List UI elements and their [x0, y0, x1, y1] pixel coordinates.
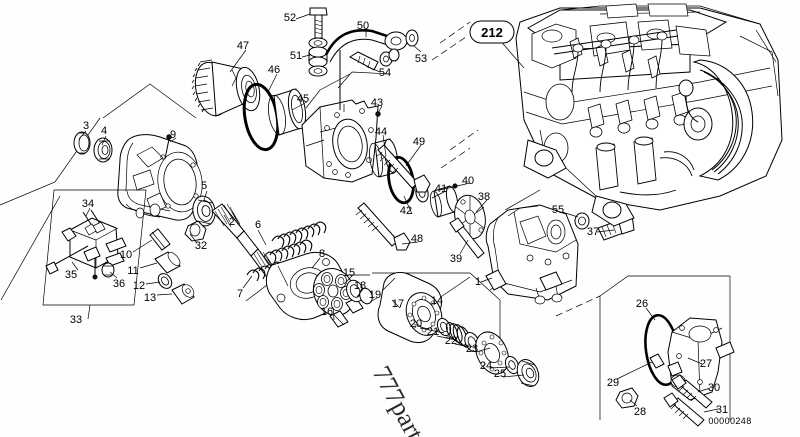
part-11-sleeve [154, 251, 181, 274]
callout-37: 37 [587, 226, 599, 238]
callout-45: 45 [297, 93, 309, 105]
callout-21: 21 [427, 326, 439, 338]
part-47-drive-gear [191, 59, 261, 117]
callout-numbers: 1 2 3 4 5 6 7 8 9 10 11 12 13 14 15 16 1… [65, 12, 728, 418]
callout-41: 41 [435, 183, 447, 195]
callout-25: 25 [494, 368, 506, 380]
group-callout-frame [469, 20, 515, 44]
part-23-valve-plate [475, 331, 509, 375]
drawing-number: 00000248 [708, 416, 751, 426]
callout-47: 47 [237, 40, 249, 52]
part-19-swash [346, 279, 373, 305]
callout-33: 33 [70, 314, 82, 326]
callout-44: 44 [375, 126, 387, 138]
callout-30: 30 [708, 382, 720, 394]
callout-48: 48 [411, 233, 423, 245]
part-13-plug [171, 283, 195, 305]
group-callout-label: 212 [481, 25, 503, 40]
callout-4: 4 [101, 125, 107, 137]
part-1-pump-assembly [485, 204, 579, 305]
callout-40: 40 [462, 175, 474, 187]
leader-lines [71, 13, 719, 413]
callout-54: 54 [379, 67, 391, 79]
callout-13: 13 [144, 292, 156, 304]
callout-32: 32 [195, 240, 207, 252]
callout-46: 46 [268, 64, 280, 76]
part-6-spring [263, 221, 327, 264]
callout-53: 53 [415, 53, 427, 65]
part-39-bolt [449, 217, 485, 259]
part-9-bolt [164, 134, 172, 160]
drive-housing [117, 134, 203, 221]
part-16-pin [329, 310, 349, 328]
part-29-pin [649, 353, 665, 369]
part-31-bolt [663, 392, 705, 427]
callout-14: 14 [431, 295, 443, 307]
part-55-washer [574, 212, 590, 230]
callout-22: 22 [445, 335, 457, 347]
callout-3: 3 [83, 120, 89, 132]
callout-20: 20 [410, 318, 422, 330]
callout-15: 15 [343, 267, 355, 279]
callout-24: 24 [480, 360, 492, 372]
callout-31: 31 [716, 404, 728, 416]
callout-8: 8 [319, 248, 325, 260]
callout-18: 18 [354, 280, 366, 292]
callout-6: 6 [255, 219, 261, 231]
part-30-bolt [671, 374, 713, 409]
callout-23: 23 [466, 343, 478, 355]
callout-17: 17 [392, 298, 404, 310]
callout-50: 50 [357, 20, 369, 32]
callout-12: 12 [133, 280, 145, 292]
part-25-bearing [516, 359, 540, 387]
callout-55: 55 [552, 204, 564, 216]
part-49-bolt [375, 144, 431, 193]
callout-10: 10 [120, 249, 132, 261]
callout-52: 52 [284, 12, 296, 24]
callout-11: 11 [127, 265, 138, 277]
callout-28: 28 [634, 406, 646, 418]
callout-5: 5 [201, 180, 207, 192]
part-34-pins [82, 209, 106, 236]
part-32-nut [184, 220, 207, 242]
part-3-oil-seal [73, 131, 91, 155]
part-48-bolt [355, 202, 411, 251]
callout-29: 29 [607, 377, 619, 389]
callout-42: 42 [400, 205, 412, 217]
part-36-plug [92, 258, 115, 280]
part-43-pump-body [301, 50, 381, 183]
engine-assembly [515, 3, 783, 227]
callout-35: 35 [65, 269, 77, 281]
callout-27: 27 [700, 358, 712, 370]
part-10-pin [149, 228, 171, 251]
callout-39: 39 [450, 253, 462, 265]
callout-36: 36 [113, 278, 125, 290]
callout-7: 7 [237, 288, 243, 300]
callout-34: 34 [82, 198, 94, 210]
callout-26: 26 [636, 298, 648, 310]
callout-19: 19 [369, 289, 381, 301]
callout-51: 51 [290, 50, 302, 62]
part-28-nut [615, 387, 639, 409]
part-51-washers [308, 37, 328, 77]
callout-49: 49 [413, 136, 425, 148]
callout-1: 1 [475, 276, 481, 288]
part-12-washer [157, 273, 173, 289]
part-40-spacer [430, 183, 459, 218]
callout-9: 9 [170, 129, 176, 141]
callout-38: 38 [478, 191, 490, 203]
part-4-bearing [93, 137, 113, 163]
callout-43: 43 [371, 97, 383, 109]
group-callout-212: 212 [469, 20, 515, 44]
part-45-sleeve [267, 88, 307, 136]
part-53-washers [405, 29, 419, 47]
part-54-bolt [349, 48, 400, 71]
callout-2: 2 [229, 216, 235, 228]
part-17-rotating-group [377, 271, 443, 344]
callout-16: 16 [321, 306, 333, 318]
